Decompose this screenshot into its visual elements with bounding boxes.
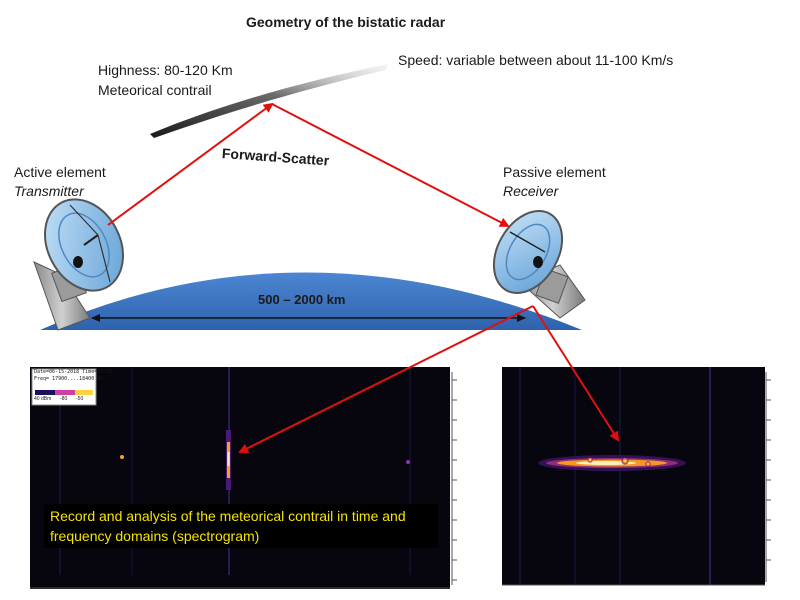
receiver-antenna [492, 210, 586, 319]
transmitter-antenna [33, 198, 124, 331]
downlink-arrow [271, 103, 510, 227]
signal-paths [107, 102, 620, 453]
spectrogram-left [30, 367, 464, 589]
spectrogram-scale-min: 40 dBm [34, 396, 52, 402]
transmitter-role: Active element [14, 164, 106, 180]
contrail-label: Meteorical contrail [98, 82, 212, 98]
height-label: Highness: 80-120 Km [98, 62, 233, 78]
meteor-contrail [150, 64, 388, 138]
transmitter-name: Transmitter [14, 183, 84, 199]
spectrogram-caption: Record and analysis of the meteorical co… [44, 504, 438, 548]
spectrogram-scale-mid: -80 [60, 396, 68, 402]
left-y-ticks [452, 379, 457, 581]
distance-label: 500 – 2000 km [258, 292, 346, 307]
right-y-ticks [766, 379, 771, 561]
uplink-arrow [107, 102, 274, 226]
receiver-name: Receiver [503, 183, 559, 199]
receiver-role: Passive element [503, 164, 606, 180]
spectrogram-info-line-1: Date=06-15-2018 Time=03:01 [34, 369, 113, 375]
spectrogram-scale-max: -50 [76, 396, 84, 402]
spectrogram-right [502, 367, 787, 586]
spectrogram-info-line-2: Freq= 17900....18400 Hz [34, 376, 104, 382]
diagram-title: Geometry of the bistatic radar [246, 14, 446, 30]
receiver-to-left-spectrogram-arrow [238, 305, 534, 453]
receiver-to-right-spectrogram-arrow [532, 305, 620, 442]
speed-label: Speed: variable between about 11-100 Km/… [398, 52, 674, 68]
